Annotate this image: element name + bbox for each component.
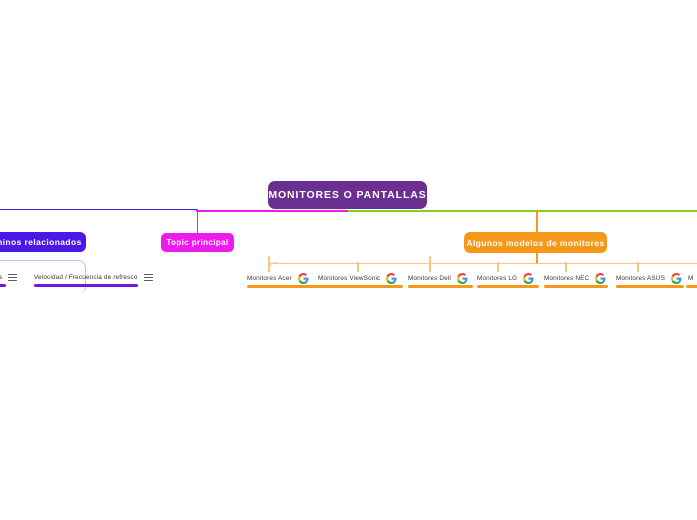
leaf-node-nec[interactable]: Monitores NEC <box>544 272 608 288</box>
hamburger-icon[interactable] <box>8 274 18 281</box>
connector-tick-dell <box>429 256 431 263</box>
branch-node-topic-principal-label: Topic principal <box>166 238 229 247</box>
google-icon[interactable] <box>456 272 468 284</box>
root-node-label: MONITORES O PANTALLAS <box>268 189 427 201</box>
google-icon[interactable] <box>670 272 682 284</box>
leaf-node-viewsonic-label: Monitores ViewSonic <box>318 274 381 282</box>
hamburger-icon[interactable] <box>143 274 153 281</box>
connector-modelos <box>536 210 538 233</box>
subbranch-panel-terminos <box>0 260 86 294</box>
google-icon[interactable] <box>297 272 309 284</box>
leaf-accent-bar <box>318 285 403 288</box>
connector-topic-principal <box>196 209 199 234</box>
google-icon[interactable] <box>386 272 397 284</box>
google-icon[interactable] <box>523 272 534 284</box>
branch-node-modelos-label: Algunos modelos de monitores <box>466 237 605 248</box>
leaf-accent-bar <box>34 284 138 287</box>
trunk-line-right <box>348 210 697 212</box>
leaf-node-tasa-label: Tasa <box>0 274 3 281</box>
leaf-node-lg[interactable]: Monitores LG <box>477 272 539 288</box>
connector-leaf-acer <box>268 262 270 272</box>
leaf-node-asus[interactable]: Monitores ASUS <box>616 272 684 288</box>
leaf-node-truncated-right-label: M <box>688 274 694 282</box>
connector-leaf-viewsonic <box>357 262 359 272</box>
connector-modelos-stem <box>536 253 538 263</box>
branch-node-terminos[interactable]: Términos relacionados <box>0 232 86 252</box>
leaf-node-dell[interactable]: Monitores Dell <box>408 272 473 288</box>
leaf-node-nec-label: Monitores NEC <box>544 274 590 282</box>
leaf-accent-bar <box>477 285 539 288</box>
branch-node-modelos[interactable]: Algunos modelos de monitores <box>464 232 607 253</box>
branch-node-topic-principal[interactable]: Topic principal <box>161 233 234 252</box>
connector-leaf-nec <box>565 262 567 272</box>
leaf-accent-bar <box>0 284 6 287</box>
leaf-node-acer-label: Monitores Acer <box>247 274 292 282</box>
connector-bus-modelos <box>268 262 697 265</box>
connector-leaf-asus <box>637 262 639 272</box>
connector-leaf-dell <box>429 262 431 272</box>
leaf-accent-bar <box>616 285 684 288</box>
branch-node-terminos-label: Términos relacionados <box>0 237 82 247</box>
leaf-node-velocidad[interactable]: Velocidad / Frecuencia de refresco <box>34 272 153 287</box>
trunk-line-left <box>0 208 198 211</box>
leaf-node-lg-label: Monitores LG <box>477 274 518 282</box>
google-icon[interactable] <box>595 272 606 284</box>
trunk-line-center <box>196 210 349 212</box>
leaf-accent-bar <box>544 285 608 288</box>
leaf-accent-bar <box>408 285 473 288</box>
leaf-accent-bar <box>686 285 697 288</box>
leaf-node-tasa[interactable]: Tasa <box>0 272 28 287</box>
leaf-node-viewsonic[interactable]: Monitores ViewSonic <box>318 272 403 288</box>
connector-tick-acer <box>268 256 270 263</box>
leaf-node-velocidad-label: Velocidad / Frecuencia de refresco <box>34 274 138 281</box>
connector-leaf-lg <box>497 262 499 272</box>
leaf-node-acer[interactable]: Monitores Acer <box>247 272 319 288</box>
leaf-node-asus-label: Monitores ASUS <box>616 274 665 282</box>
root-node[interactable]: MONITORES O PANTALLAS <box>268 181 427 209</box>
leaf-node-truncated-right[interactable]: M <box>686 272 697 288</box>
leaf-accent-bar <box>247 285 319 288</box>
leaf-node-dell-label: Monitores Dell <box>408 274 451 282</box>
